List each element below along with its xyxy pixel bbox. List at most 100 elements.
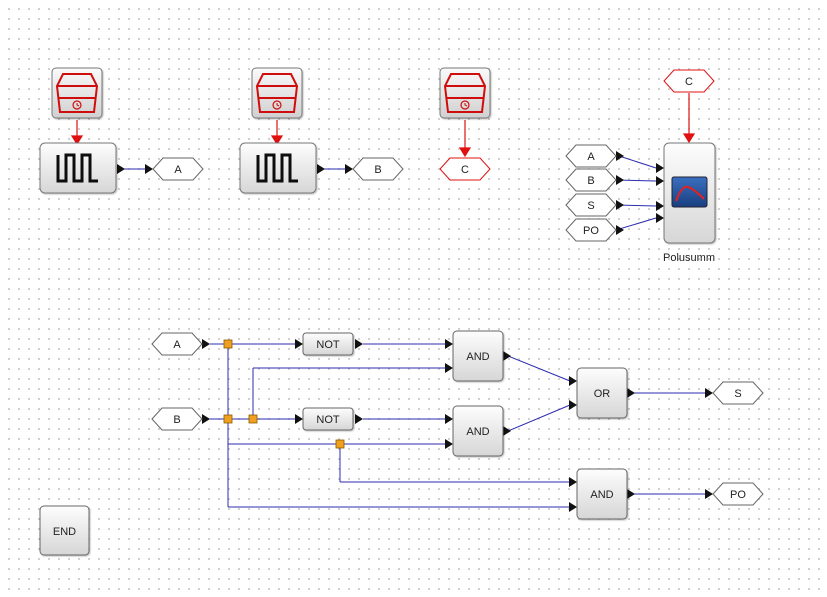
split-point-b3[interactable] <box>335 439 345 449</box>
tag-logic-b[interactable]: B <box>151 407 203 431</box>
arrow-a-tag-in <box>145 164 153 174</box>
split-point-b2[interactable] <box>248 414 258 424</box>
arrow-not1-out <box>355 339 363 349</box>
event-arrow-clock2 <box>270 135 284 146</box>
tag-label: S <box>734 388 741 400</box>
event-arrow-c-to-scope <box>682 133 696 144</box>
split-point-a[interactable] <box>223 339 233 349</box>
arrow-scope-po-out <box>616 225 624 235</box>
arrow-b-tag-in <box>345 164 353 174</box>
arrow-po-tag-in <box>705 489 713 499</box>
arrow-s-tag-in <box>705 388 713 398</box>
event-arrow-clock3 <box>458 147 472 158</box>
or-gate[interactable]: OR <box>576 367 628 419</box>
split-point-b1[interactable] <box>223 414 233 424</box>
tag-label: C <box>685 76 693 88</box>
tag-b-out[interactable]: B <box>352 157 404 181</box>
tag-label: C <box>461 164 469 176</box>
arrow-gen2-out <box>317 164 325 174</box>
tag-scope-b[interactable]: B <box>565 168 617 192</box>
tag-label: A <box>587 151 595 163</box>
and-gate-label: AND <box>466 426 489 438</box>
end-block-label: END <box>53 526 76 538</box>
arrow-logic-b-out <box>202 414 210 424</box>
arrow-and3-in2 <box>569 502 577 512</box>
event-links <box>70 93 696 158</box>
arrow-or-out <box>627 388 635 398</box>
tag-label: B <box>587 175 594 187</box>
arrow-scope-in1 <box>656 163 664 173</box>
arrow-logic-a-out <box>202 339 210 349</box>
not-gate-label: NOT <box>316 414 340 426</box>
wire-and2-to-or[interactable] <box>507 404 571 432</box>
and-gate-1[interactable]: AND <box>452 330 504 382</box>
tag-a-out[interactable]: A <box>152 157 204 181</box>
tag-label: A <box>174 164 182 176</box>
not-gate-label: NOT <box>316 339 340 351</box>
and-gate-2[interactable]: AND <box>452 405 504 457</box>
clock-block-3[interactable] <box>439 67 491 119</box>
tag-po-out[interactable]: PO <box>712 482 764 506</box>
arrow-and2-out <box>503 426 511 436</box>
clock-block-1[interactable] <box>51 67 103 119</box>
pulse-generator-2[interactable] <box>239 142 317 194</box>
clock-block-2[interactable] <box>251 67 303 119</box>
scope-caption: Polusumm <box>663 252 715 264</box>
arrow-not2-in <box>295 414 303 424</box>
arrow-scope-in4 <box>656 213 664 223</box>
not-gate-1[interactable]: NOT <box>302 332 354 356</box>
arrow-scope-in2 <box>656 176 664 186</box>
tag-logic-a[interactable]: A <box>151 332 203 356</box>
tag-scope-po[interactable]: PO <box>565 218 617 242</box>
or-gate-label: OR <box>594 388 611 400</box>
and-gate-label: AND <box>466 351 489 363</box>
arrow-not1-in <box>295 339 303 349</box>
arrow-scope-a-out <box>616 151 624 161</box>
tag-s-out[interactable]: S <box>712 381 764 405</box>
tag-label: PO <box>583 225 599 237</box>
clock-icon <box>255 73 299 113</box>
end-block[interactable]: END <box>39 505 90 556</box>
pulse-generator-1[interactable] <box>39 142 117 194</box>
square-wave-icon <box>256 153 298 183</box>
clock-icon <box>443 73 487 113</box>
arrow-and2-in1 <box>445 414 453 424</box>
tag-label: A <box>173 339 181 351</box>
square-wave-icon <box>56 153 98 183</box>
arrow-and1-in1 <box>445 339 453 349</box>
tag-scope-s[interactable]: S <box>565 193 617 217</box>
arrowheads <box>117 151 713 512</box>
and-gate-3[interactable]: AND <box>576 468 628 520</box>
event-tag-c-in[interactable]: C <box>663 69 715 93</box>
arrow-not2-out <box>355 414 363 424</box>
arrow-or-in2 <box>569 400 577 410</box>
tag-scope-a[interactable]: A <box>565 144 617 168</box>
junctions <box>223 339 345 449</box>
clock-icon <box>55 73 99 113</box>
wire-scope-po[interactable] <box>615 217 657 231</box>
arrow-and1-out <box>503 351 511 361</box>
arrow-scope-s-out <box>616 200 624 210</box>
arrow-gen1-out <box>117 164 125 174</box>
event-tag-c-out[interactable]: C <box>439 157 491 181</box>
tag-label: B <box>173 414 180 426</box>
tag-label: PO <box>730 489 746 501</box>
arrow-or-in1 <box>569 376 577 386</box>
wire-and1-to-or[interactable] <box>507 355 571 382</box>
scope-trace-icon <box>675 185 705 202</box>
scope-screen-icon <box>671 176 708 208</box>
arrow-and1-in2 <box>445 363 453 373</box>
wire-scope-a[interactable] <box>615 154 657 169</box>
arrow-scope-in3 <box>656 201 664 211</box>
scope-block[interactable] <box>663 142 716 244</box>
not-gate-2[interactable]: NOT <box>302 407 354 431</box>
arrow-and2-in2 <box>445 439 453 449</box>
event-arrow-clock1 <box>70 135 84 146</box>
arrow-and3-out <box>627 489 635 499</box>
arrow-and3-in1 <box>569 477 577 487</box>
arrow-scope-b-out <box>616 175 624 185</box>
tag-label: S <box>587 200 594 212</box>
tag-label: B <box>374 164 381 176</box>
and-gate-label: AND <box>590 489 613 501</box>
